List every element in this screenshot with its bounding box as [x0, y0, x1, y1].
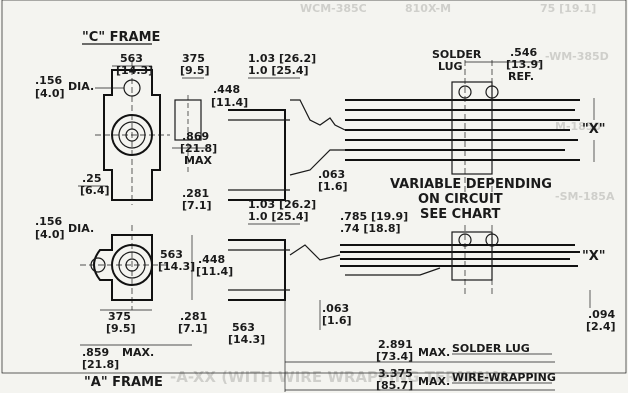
note-line-3: SEE CHART [420, 207, 501, 222]
a-frame-spring-stack [228, 225, 580, 301]
dim-143-mid: [14.3] [158, 260, 195, 273]
max-label-3375: MAX. [418, 375, 450, 388]
x-marker-bottom: "X" [582, 249, 606, 264]
dim-375-bottom: 375 [108, 310, 131, 323]
dim-281-bottom: .281 [180, 310, 207, 323]
dim-71-bottom: [7.1] [178, 322, 208, 335]
max-label-top: MAX [184, 154, 212, 167]
show-through-text: WCM-385C 810X-M 75 [19.1] -WM-385D M-185… [170, 2, 615, 386]
solder-lug-label-2: LUG [438, 60, 463, 73]
dim-563-bottom: 563 [232, 321, 255, 334]
dim-869: .869 [182, 130, 209, 143]
dim-10-bottom: 1.0 [25.4] [248, 210, 309, 223]
dim-16-top: [1.6] [318, 180, 348, 193]
solder-lug-label-1: SOLDER [432, 48, 482, 61]
dim-139: [13.9] [506, 58, 543, 71]
dim-063-top: .063 [318, 168, 345, 181]
dim-563-mid: 563 [160, 248, 183, 261]
dim-375-top: 375 [182, 52, 205, 65]
page-border [1, 0, 627, 374]
dim-64: [6.4] [80, 184, 110, 197]
dim-16-bottom: [1.6] [322, 314, 352, 327]
a-frame-front-view [80, 225, 170, 310]
dim-103-top: 1.03 [26.2] [248, 52, 316, 65]
ghost-text-1: WCM-385C [300, 2, 367, 15]
solder-lug-text: SOLDER LUG [452, 342, 530, 355]
ghost-text-4: -WM-385D [545, 50, 609, 63]
dim-40-bottom: [4.0] [35, 228, 65, 241]
dim-74: .74 [18.8] [340, 222, 401, 235]
max-label-2891: MAX. [418, 346, 450, 359]
ghost-text-7: -A-XX (WITH WIRE WRAPPING TERMINAL [170, 368, 511, 386]
dim-71-top: [7.1] [182, 199, 212, 212]
dim-3375: 3.375 [378, 367, 413, 380]
max-label-bottom: MAX. [122, 346, 154, 359]
dim-143-bottom: [14.3] [228, 333, 265, 346]
dim-143-top: [14.3] [116, 64, 153, 77]
dim-094: .094 [588, 308, 615, 321]
note-line-2: ON CIRCUIT [418, 192, 503, 207]
dim-448-top: .448 [213, 83, 240, 96]
dia-label-top: DIA. [68, 80, 94, 93]
dim-546: .546 [510, 46, 537, 59]
x-marker-top: "X" [582, 122, 606, 137]
dim-448-mid: .448 [198, 253, 225, 266]
ghost-text-6: -SM-185A [555, 190, 615, 203]
ghost-text-2: 810X-M [405, 2, 451, 15]
dim-103-bottom: 1.03 [26.2] [248, 198, 316, 211]
a-frame-title: "A" FRAME [84, 375, 163, 390]
dim-24: [2.4] [586, 320, 616, 333]
c-frame-side-view [172, 95, 206, 175]
c-frame-spring-stack [228, 60, 580, 201]
note-line-1: VARIABLE DEPENDING [390, 177, 552, 192]
dim-10-top: 1.0 [25.4] [248, 64, 309, 77]
dim-218-bottom: [21.8] [82, 358, 119, 371]
dim-40-top: [4.0] [35, 87, 65, 100]
c-frame-front-view [95, 60, 170, 205]
dim-785: .785 [19.9] [340, 210, 408, 223]
ref-label: REF. [508, 70, 534, 83]
dim-281-top: .281 [182, 187, 209, 200]
dim-156-bottom: .156 [35, 215, 62, 228]
dim-218: [21.8] [180, 142, 217, 155]
dim-95-bottom: [9.5] [106, 322, 136, 335]
dim-734: [73.4] [376, 350, 413, 363]
dim-114-top: [11.4] [211, 96, 248, 109]
dim-2891: 2.891 [378, 338, 413, 351]
dia-label-bottom: DIA. [68, 222, 94, 235]
ghost-text-3: 75 [19.1] [540, 2, 596, 15]
dim-156-top: .156 [35, 74, 62, 87]
dim-114-mid: [11.4] [196, 265, 233, 278]
wire-wrapping-text: WIRE-WRAPPING [452, 371, 556, 384]
dim-563-top: 563 [120, 52, 143, 65]
dim-859: .859 [82, 346, 109, 359]
c-frame-title: "C" FRAME [82, 30, 160, 45]
dim-857: [85.7] [376, 379, 413, 392]
dim-063-bottom: .063 [322, 302, 349, 315]
dim-95-top: [9.5] [180, 64, 210, 77]
dim-25: .25 [82, 172, 102, 185]
